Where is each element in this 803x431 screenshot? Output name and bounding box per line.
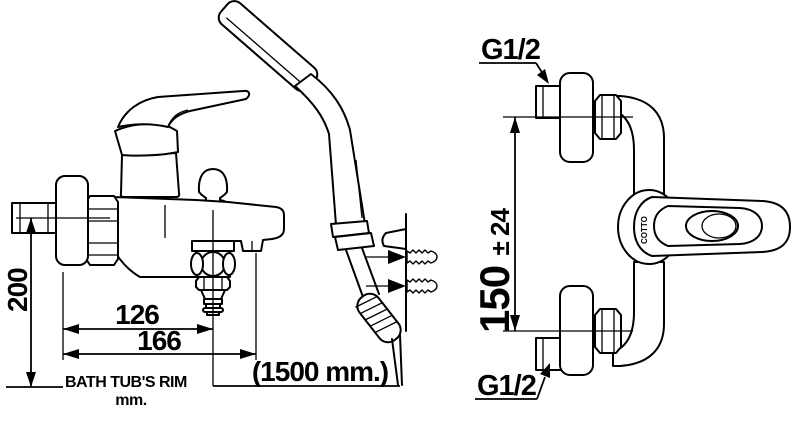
tub-rim-unit-label: mm.	[115, 392, 146, 409]
faucet-body-side	[112, 196, 285, 278]
thread-size-top-label: G1/2	[481, 34, 540, 66]
top-inlet-pipe	[535, 85, 563, 119]
bottom-fitting	[503, 285, 633, 376]
wall-anchor-bottom	[366, 278, 438, 294]
dimension-200: 200	[2, 218, 63, 388]
hose-spring-wrap	[355, 292, 402, 344]
thread-label-top: G1/2	[479, 34, 549, 84]
brand-logo: COTTO	[640, 216, 649, 244]
wall-anchor-top	[366, 249, 438, 265]
dimension-150: 150 ± 24	[471, 117, 520, 333]
tub-rim-label: BATH TUB'S RIM	[65, 374, 187, 391]
dimension-166-label: 166	[137, 325, 181, 356]
dimension-126: 126	[62, 210, 214, 386]
diverter-knob	[197, 168, 229, 205]
lever-handle	[114, 89, 251, 198]
dimension-150-label: 150 ± 24	[471, 208, 518, 333]
hose-length-annotation: (1500 mm.)	[213, 356, 400, 387]
shower-hose	[330, 220, 403, 386]
hose-length-label: (1500 mm.)	[252, 356, 388, 387]
top-fitting	[503, 72, 633, 163]
thread-size-bottom-label: G1/2	[477, 370, 536, 402]
dimension-126-label: 126	[115, 299, 159, 330]
tub-rim-annotation: BATH TUB'S RIM mm.	[65, 374, 188, 409]
lever-handle-front: COTTO	[633, 196, 791, 257]
dimension-166: 166	[63, 253, 257, 360]
wall-flange	[55, 175, 89, 266]
dimension-200-label: 200	[2, 268, 33, 312]
wall-bracket	[381, 228, 407, 250]
hand-shower	[217, 0, 366, 226]
thread-label-bottom: G1/2	[475, 363, 550, 402]
wall-mount-nut	[85, 195, 119, 266]
